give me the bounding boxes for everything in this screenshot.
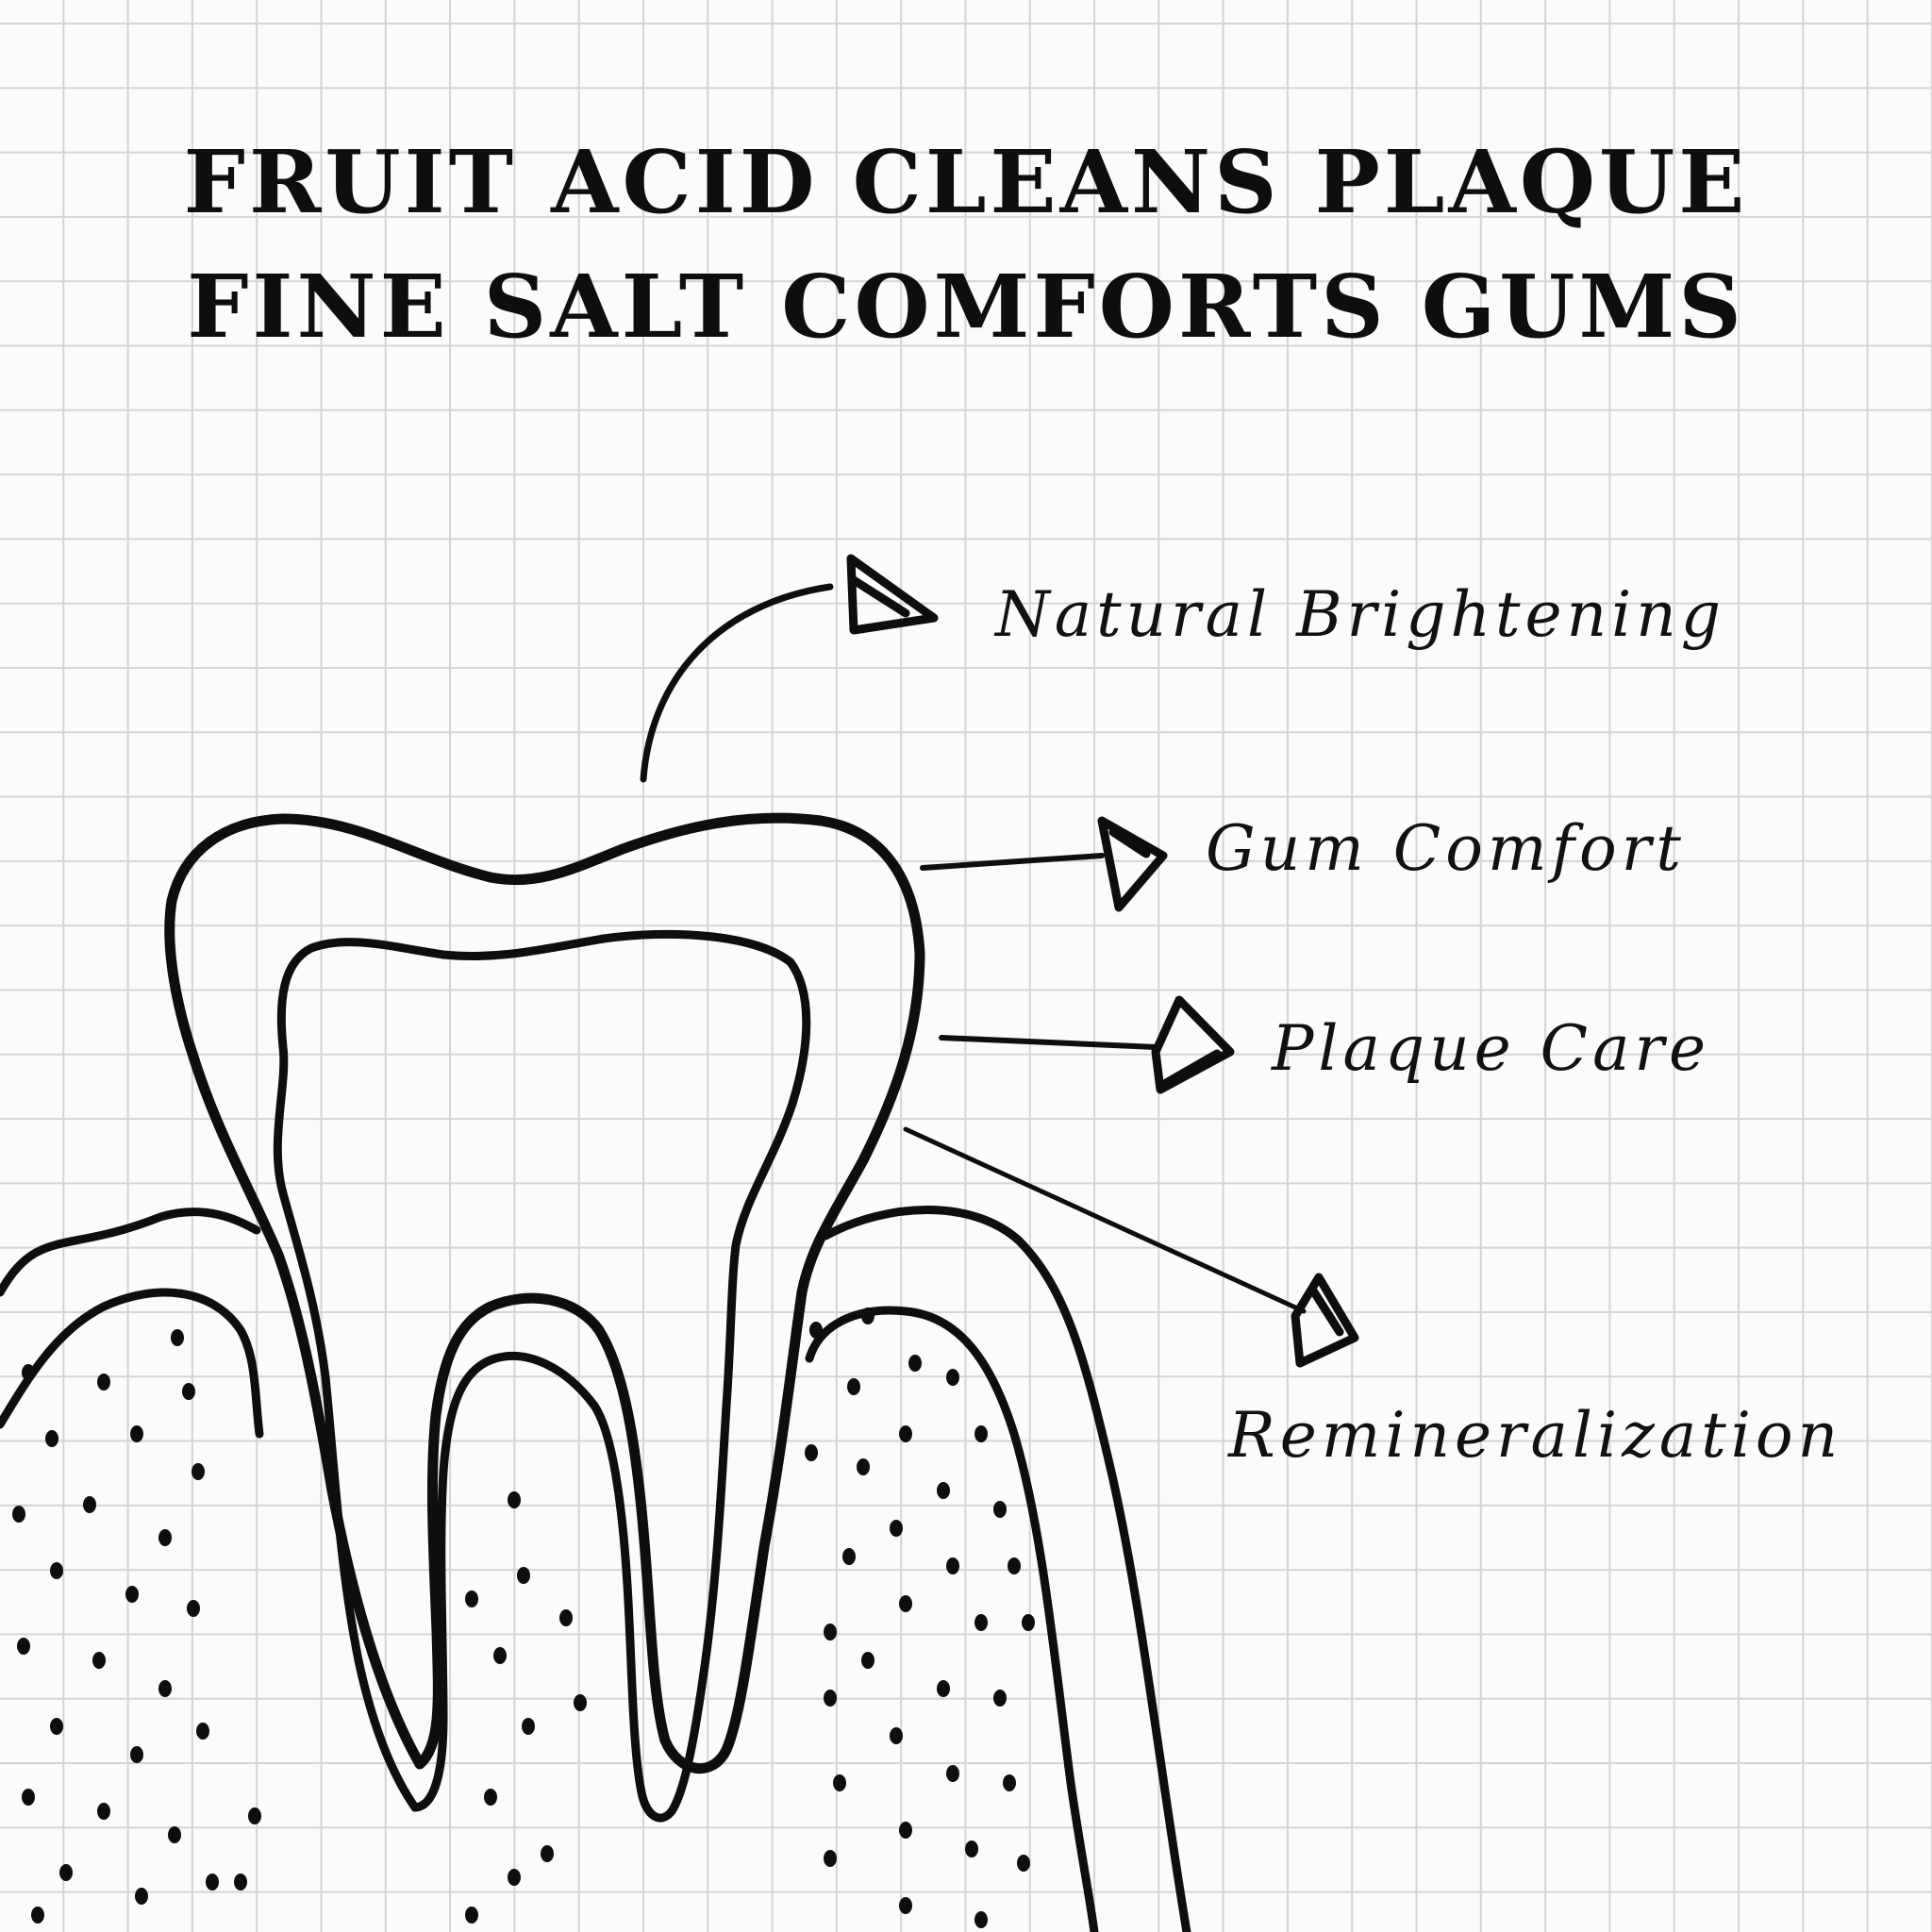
bone-dot [522, 1718, 535, 1735]
bone-dot [965, 1840, 978, 1857]
bone-dot [937, 1482, 950, 1499]
bone-dot [196, 1723, 209, 1740]
gum-outline-left [0, 1208, 261, 1297]
bone-dot [899, 1595, 912, 1612]
gum-inner-left [0, 1288, 264, 1439]
bone-dot [861, 1652, 874, 1669]
arrow-head-plaque-care [1151, 995, 1235, 1094]
bone-dot [517, 1567, 530, 1584]
bone-dot [22, 1789, 35, 1806]
arrow-head-brightening [846, 554, 939, 635]
bone-dot [45, 1430, 58, 1447]
callout-natural-brightening: Natural Brightening [995, 578, 1725, 651]
bone-dot [833, 1774, 846, 1791]
bone-dot [899, 1425, 912, 1442]
bone-dot [824, 1624, 837, 1641]
headline-line-1: FRUIT ACID CLEANS PLAQUE [183, 131, 1749, 233]
bone-dot [974, 1911, 988, 1928]
bone-dot [97, 1374, 110, 1391]
bone-dot [824, 1850, 837, 1867]
gum-outline-right [821, 1206, 1191, 1932]
arrow-head-remineralization [1291, 1273, 1359, 1368]
bone-dot [50, 1562, 63, 1579]
callout-plaque-care: Plaque Care [1272, 1012, 1711, 1085]
bone-dot [248, 1807, 261, 1824]
bone-dot [125, 1586, 139, 1603]
arrow-head-gum-comfort [1097, 816, 1168, 912]
bone-dot [1008, 1557, 1021, 1574]
bone-dot [824, 1690, 837, 1707]
arrow-shaft-plaque-care [939, 1035, 1158, 1050]
bone-dot [158, 1529, 172, 1546]
bone-dot [158, 1680, 172, 1697]
bone-dot [1003, 1774, 1016, 1791]
bone-dot [83, 1496, 96, 1513]
bone-dot [946, 1369, 959, 1386]
bone-dot [168, 1826, 181, 1843]
bone-dot [937, 1680, 950, 1697]
bone-dot [59, 1864, 73, 1881]
bone-dot [1017, 1855, 1030, 1872]
bone-dot [946, 1557, 959, 1574]
arrow-shaft-brightening [640, 583, 834, 783]
bone-dot [559, 1609, 573, 1626]
bone-dot [171, 1329, 184, 1346]
callout-remineralization: Remineralization [1228, 1399, 1843, 1472]
bone-dot [890, 1727, 903, 1744]
bone-dot [234, 1874, 247, 1890]
bone-dot [508, 1491, 521, 1508]
bone-dot [899, 1897, 912, 1914]
bone-dot [187, 1600, 200, 1617]
bone-dot [92, 1652, 106, 1669]
bone-dot [135, 1888, 148, 1905]
arrow-shaft-remineralization [903, 1126, 1307, 1314]
bone-dot [50, 1718, 63, 1735]
bone-dot [97, 1803, 110, 1820]
bone-dot [805, 1444, 818, 1461]
bone-dot [541, 1845, 554, 1862]
bone-dot [899, 1822, 912, 1839]
bone-dot [1022, 1614, 1035, 1631]
bone-dot [993, 1501, 1007, 1518]
bone-dot [890, 1520, 903, 1537]
bone-dot [842, 1548, 856, 1565]
bone-dot [493, 1647, 507, 1664]
bone-dot [974, 1425, 988, 1442]
bone-dot [908, 1355, 922, 1372]
bone-tissue-dots [12, 1307, 1035, 1928]
bone-dot [192, 1463, 205, 1480]
bone-dot [508, 1869, 521, 1886]
bone-dot [974, 1614, 988, 1631]
gum-inner-right [805, 1306, 1099, 1932]
bone-dot [484, 1789, 497, 1806]
bone-dot [465, 1907, 478, 1924]
bone-dot [574, 1694, 587, 1711]
bone-dot [130, 1746, 143, 1763]
bone-dot [993, 1690, 1007, 1707]
bone-dot [946, 1765, 959, 1782]
bone-dot [847, 1378, 860, 1395]
bone-dot [857, 1458, 870, 1475]
tooth-pulp-outline [273, 929, 811, 1823]
bone-dot [31, 1907, 44, 1924]
headline-line-2: FINE SALT COMFORTS GUMS [187, 256, 1745, 358]
bone-dot [182, 1383, 195, 1400]
tooth-outline [164, 812, 925, 1774]
bone-dot [465, 1591, 478, 1607]
bone-dot [130, 1425, 143, 1442]
arrow-shaft-gum-comfort [920, 853, 1105, 871]
bone-dot [206, 1874, 219, 1890]
bone-dot [17, 1638, 30, 1655]
bone-dot [12, 1506, 25, 1523]
callout-gum-comfort: Gum Comfort [1206, 812, 1686, 885]
